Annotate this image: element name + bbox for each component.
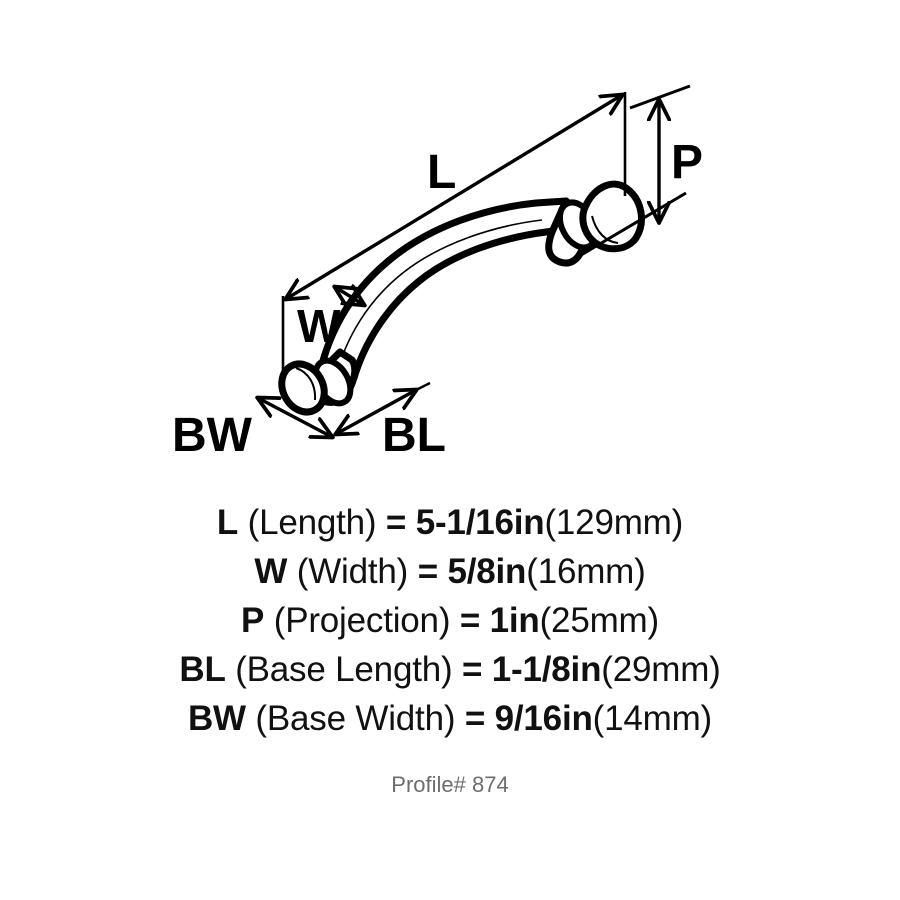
spec-row-base-length: BL (Base Length) = 1-1/8in(29mm) xyxy=(0,645,900,694)
spec-code-base-length: BL xyxy=(179,650,226,689)
spec-imperial-base-width: 9/16in xyxy=(494,699,593,738)
spec-metric-base-width: (14mm) xyxy=(592,699,713,738)
spec-imperial-width: 5/8in xyxy=(447,552,527,591)
width-dimension-line xyxy=(335,287,364,305)
spec-equals-base-length: = xyxy=(461,650,483,689)
spec-code-projection: P xyxy=(241,601,265,640)
dimension-length: L xyxy=(281,92,627,388)
spec-name-base-length: (Base Length) xyxy=(235,650,453,689)
spec-equals-length: = xyxy=(385,503,407,542)
length-label: L xyxy=(427,146,456,199)
spec-name-width: (Width) xyxy=(296,552,409,591)
dimension-base-width: BW xyxy=(172,398,332,462)
base-width-dimension-line xyxy=(258,398,332,437)
spec-row-projection: P (Projection) = 1in(25mm) xyxy=(0,596,900,645)
spec-code-base-width: BW xyxy=(187,699,246,738)
drawing-canvas: L P W BW BL xyxy=(172,84,703,462)
spec-equals-projection: = xyxy=(459,601,481,640)
product-drawing: L P W BW BL xyxy=(172,84,703,462)
handle-bar-outline xyxy=(316,197,578,382)
projection-label: P xyxy=(671,136,703,189)
spec-metric-width: (16mm) xyxy=(526,552,646,591)
spec-code-width: W xyxy=(254,552,288,591)
base-length-dimension-line xyxy=(336,390,416,434)
spec-code-length: L xyxy=(216,503,239,542)
width-label: W xyxy=(297,300,341,352)
spec-imperial-base-length: 1-1/8in xyxy=(491,650,602,689)
spec-equals-width: = xyxy=(417,552,438,591)
spec-imperial-length: 5-1/16in xyxy=(415,503,545,542)
spec-name-projection: (Projection) xyxy=(273,601,451,640)
length-dimension-line xyxy=(286,95,622,299)
profile-number: Profile# 874 xyxy=(391,772,509,797)
spec-imperial-projection: 1in xyxy=(489,601,540,640)
spec-metric-projection: (25mm) xyxy=(539,601,660,640)
spec-row-width: W (Width) = 5/8in(16mm) xyxy=(0,547,900,596)
spec-row-length: L (Length) = 5-1/16in(129mm) xyxy=(0,498,900,547)
dimension-width: W xyxy=(297,287,364,352)
spec-row-base-width: BW (Base Width) = 9/16in(14mm) xyxy=(0,694,900,743)
dimension-projection: P xyxy=(575,84,703,260)
base-length-label: BL xyxy=(382,409,446,462)
spec-equals-base-width: = xyxy=(464,699,486,738)
dimension-base-length: BL xyxy=(336,381,446,462)
base-width-label: BW xyxy=(172,409,253,462)
specification-list: L (Length) = 5-1/16in(129mm) W (Width) =… xyxy=(0,498,900,743)
spec-name-base-width: (Base Width) xyxy=(255,699,456,738)
spec-metric-base-length: (29mm) xyxy=(601,650,721,689)
spec-metric-length: (129mm) xyxy=(544,503,684,542)
spec-name-length: (Length) xyxy=(247,503,377,542)
base-length-extension xyxy=(415,381,431,392)
projection-top-guide xyxy=(629,84,691,110)
